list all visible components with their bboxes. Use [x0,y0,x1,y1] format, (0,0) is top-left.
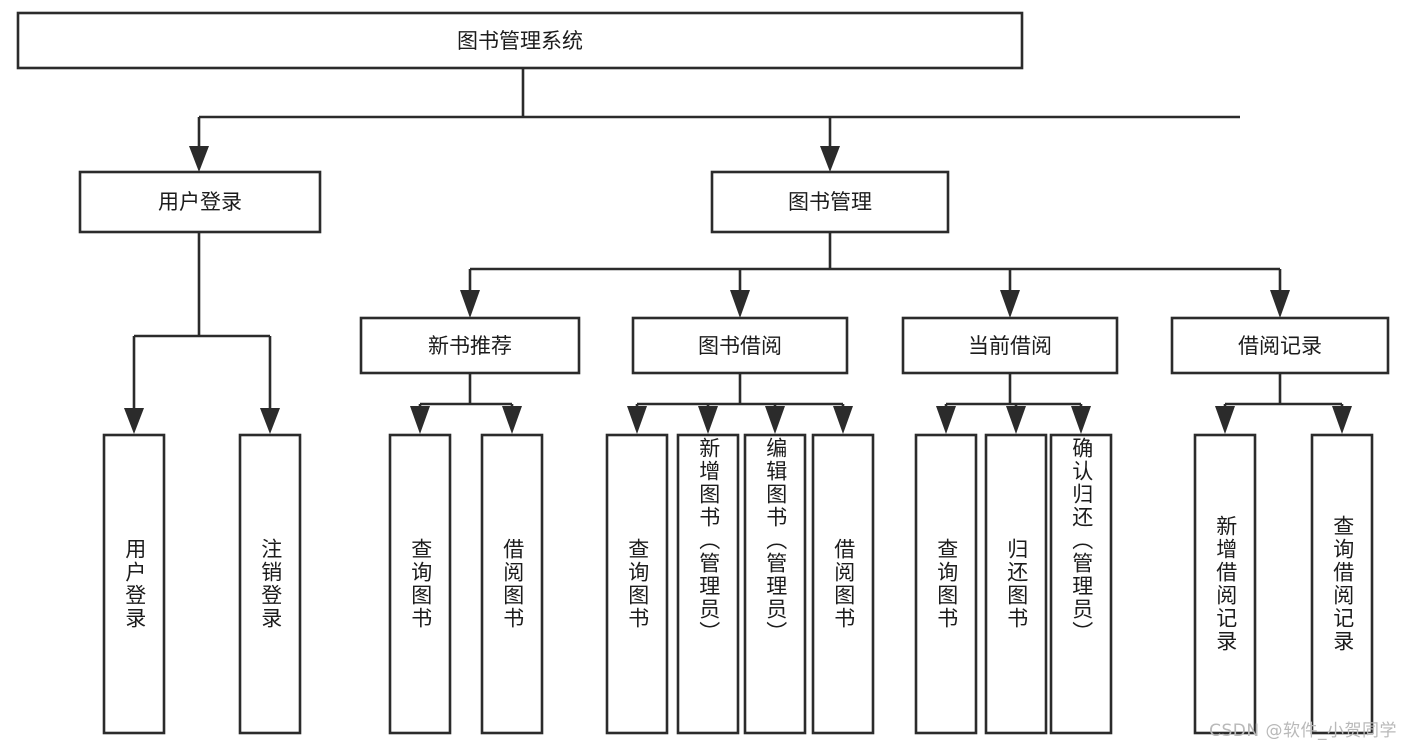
arrow-icon-level3-2 [730,290,750,318]
current-borrow-label: 当前借阅 [968,334,1052,358]
node-current-borrow[interactable]: 当前借阅 [901,316,1119,375]
arrow-icon-borrow-leaf-2 [698,406,718,434]
leaf-box-records-2[interactable] [1310,433,1374,735]
leaf-box-current-1[interactable] [914,433,978,735]
root-label: 图书管理系统 [457,29,583,53]
arrow-icon-level3-1 [460,290,480,318]
leaf-box-borrow-2[interactable] [676,433,740,735]
arrow-icon-recommend-leaf-2 [502,406,522,434]
arrow-icon-current-leaf-1 [936,406,956,434]
arrow-icon-borrow-leaf-3 [765,406,785,434]
arrow-icon-level3-3 [1000,290,1020,318]
arrow-icon-records-leaf-2 [1332,406,1352,434]
book-management-label: 图书管理 [788,190,872,214]
book-borrow-box[interactable] [631,316,849,375]
borrow-records-label: 借阅记录 [1238,334,1322,358]
arrow-icon-leaf-userlogin-2 [260,408,280,434]
arrow-icon-records-leaf-1 [1215,406,1235,434]
arrow-icon-bookmgmt [820,146,840,172]
user-login-label: 用户登录 [158,190,242,214]
leaf-box-borrow-3[interactable] [743,433,807,735]
node-new-book-recommend[interactable]: 新书推荐 [359,316,581,375]
borrow-records-box[interactable] [1170,316,1390,375]
leaf-box-borrow-4[interactable] [811,433,875,735]
leaf-box-user-login-1[interactable] [102,433,166,735]
arrow-icon-level3-4 [1270,290,1290,318]
leaf-box-current-2[interactable] [984,433,1048,735]
node-book-borrow[interactable]: 图书借阅 [631,316,849,375]
leaf-box-current-3[interactable] [1049,433,1113,735]
node-user-login[interactable]: 用户登录 [78,170,322,234]
book-management-box[interactable] [710,170,950,234]
leaf-box-recommend-1[interactable] [388,433,452,735]
node-book-management[interactable]: 图书管理 [710,170,950,234]
arrow-icon-borrow-leaf-1 [627,406,647,434]
leaf-box-borrow-1[interactable] [605,433,669,735]
root-box[interactable] [16,11,1024,70]
new-book-recommend-box[interactable] [359,316,581,375]
arrow-icon-leaf-userlogin-1 [124,408,144,434]
arrow-icon-current-leaf-2 [1006,406,1026,434]
leaf-box-recommend-2[interactable] [480,433,544,735]
arrow-icon-current-leaf-3 [1071,406,1091,434]
book-borrow-label: 图书借阅 [698,334,782,358]
node-borrow-records[interactable]: 借阅记录 [1170,316,1390,375]
arrow-icon-borrow-leaf-4 [833,406,853,434]
leaf-box-user-login-2[interactable] [238,433,302,735]
arrow-icon-userlogin [189,146,209,172]
node-root[interactable]: 图书管理系统 [16,11,1024,70]
leaf-box-records-1[interactable] [1193,433,1257,735]
current-borrow-box[interactable] [901,316,1119,375]
arrow-icon-recommend-leaf-1 [410,406,430,434]
new-book-recommend-label: 新书推荐 [428,334,512,358]
